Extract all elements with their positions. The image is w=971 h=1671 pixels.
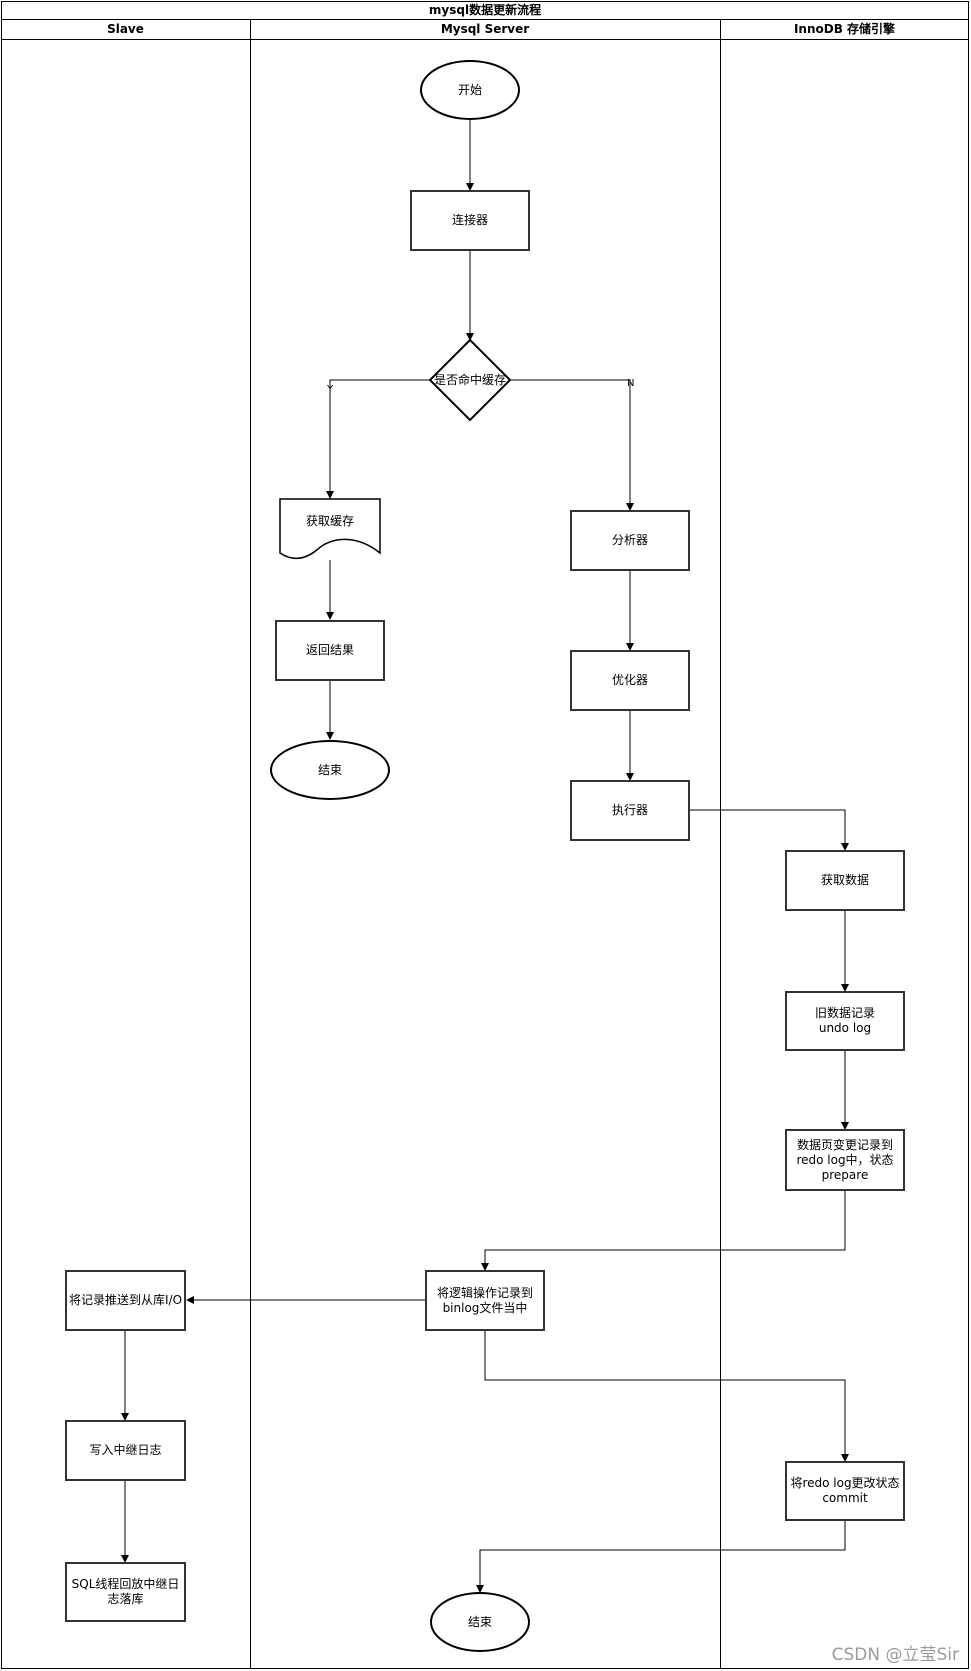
binlog-node: 将逻辑操作记录到 binlog文件当中 bbox=[425, 1270, 545, 1331]
analyzer-node: 分析器 bbox=[570, 510, 690, 571]
edge-decision-yes bbox=[326, 379, 430, 499]
lane-header-slave: Slave bbox=[1, 20, 250, 40]
watermark: CSDN @立莹Sir bbox=[831, 1645, 959, 1665]
edge-binlog-commit bbox=[484, 1331, 849, 1462]
end-node-cache: 结束 bbox=[270, 740, 390, 800]
decision-diamond bbox=[428, 338, 512, 422]
push-slave-node: 将记录推送到从库I/O bbox=[65, 1270, 186, 1331]
edge-decision-no bbox=[510, 379, 634, 511]
edge-executor-fetch bbox=[690, 809, 849, 851]
edge-redo-binlog bbox=[481, 1191, 846, 1271]
diagram-title: mysql数据更新流程 bbox=[1, 1, 969, 20]
relay-log-node: 写入中继日志 bbox=[65, 1420, 186, 1481]
connector-node: 连接器 bbox=[410, 190, 530, 251]
edge-commit-end bbox=[476, 1521, 846, 1593]
start-node: 开始 bbox=[420, 60, 520, 120]
sql-replay-node: SQL线程回放中继日 志落库 bbox=[65, 1562, 186, 1622]
redo-prepare-node: 数据页变更记录到 redo log中，状态 prepare bbox=[785, 1129, 905, 1191]
document-shape bbox=[279, 498, 381, 559]
decision-label: 是否命中缓存 bbox=[433, 372, 506, 387]
end-node-final: 结束 bbox=[430, 1592, 530, 1652]
edge-label-yes: Y bbox=[327, 384, 334, 395]
lane-divider bbox=[250, 20, 251, 1669]
lane-divider bbox=[720, 20, 721, 1669]
optimizer-node: 优化器 bbox=[570, 650, 690, 711]
fetch-data-node: 获取数据 bbox=[785, 850, 905, 911]
lane-header-innodb: InnoDB 存储引擎 bbox=[720, 20, 969, 40]
redo-commit-node: 将redo log更改状态 commit bbox=[785, 1461, 905, 1521]
undo-log-node: 旧数据记录 undo log bbox=[785, 991, 905, 1051]
get-cache-node: 获取缓存 bbox=[305, 513, 354, 528]
lane-header-mysql-server: Mysql Server bbox=[250, 20, 720, 40]
executor-node: 执行器 bbox=[570, 780, 690, 841]
edge-label-no: N bbox=[627, 378, 635, 389]
return-result-node: 返回结果 bbox=[275, 620, 385, 681]
